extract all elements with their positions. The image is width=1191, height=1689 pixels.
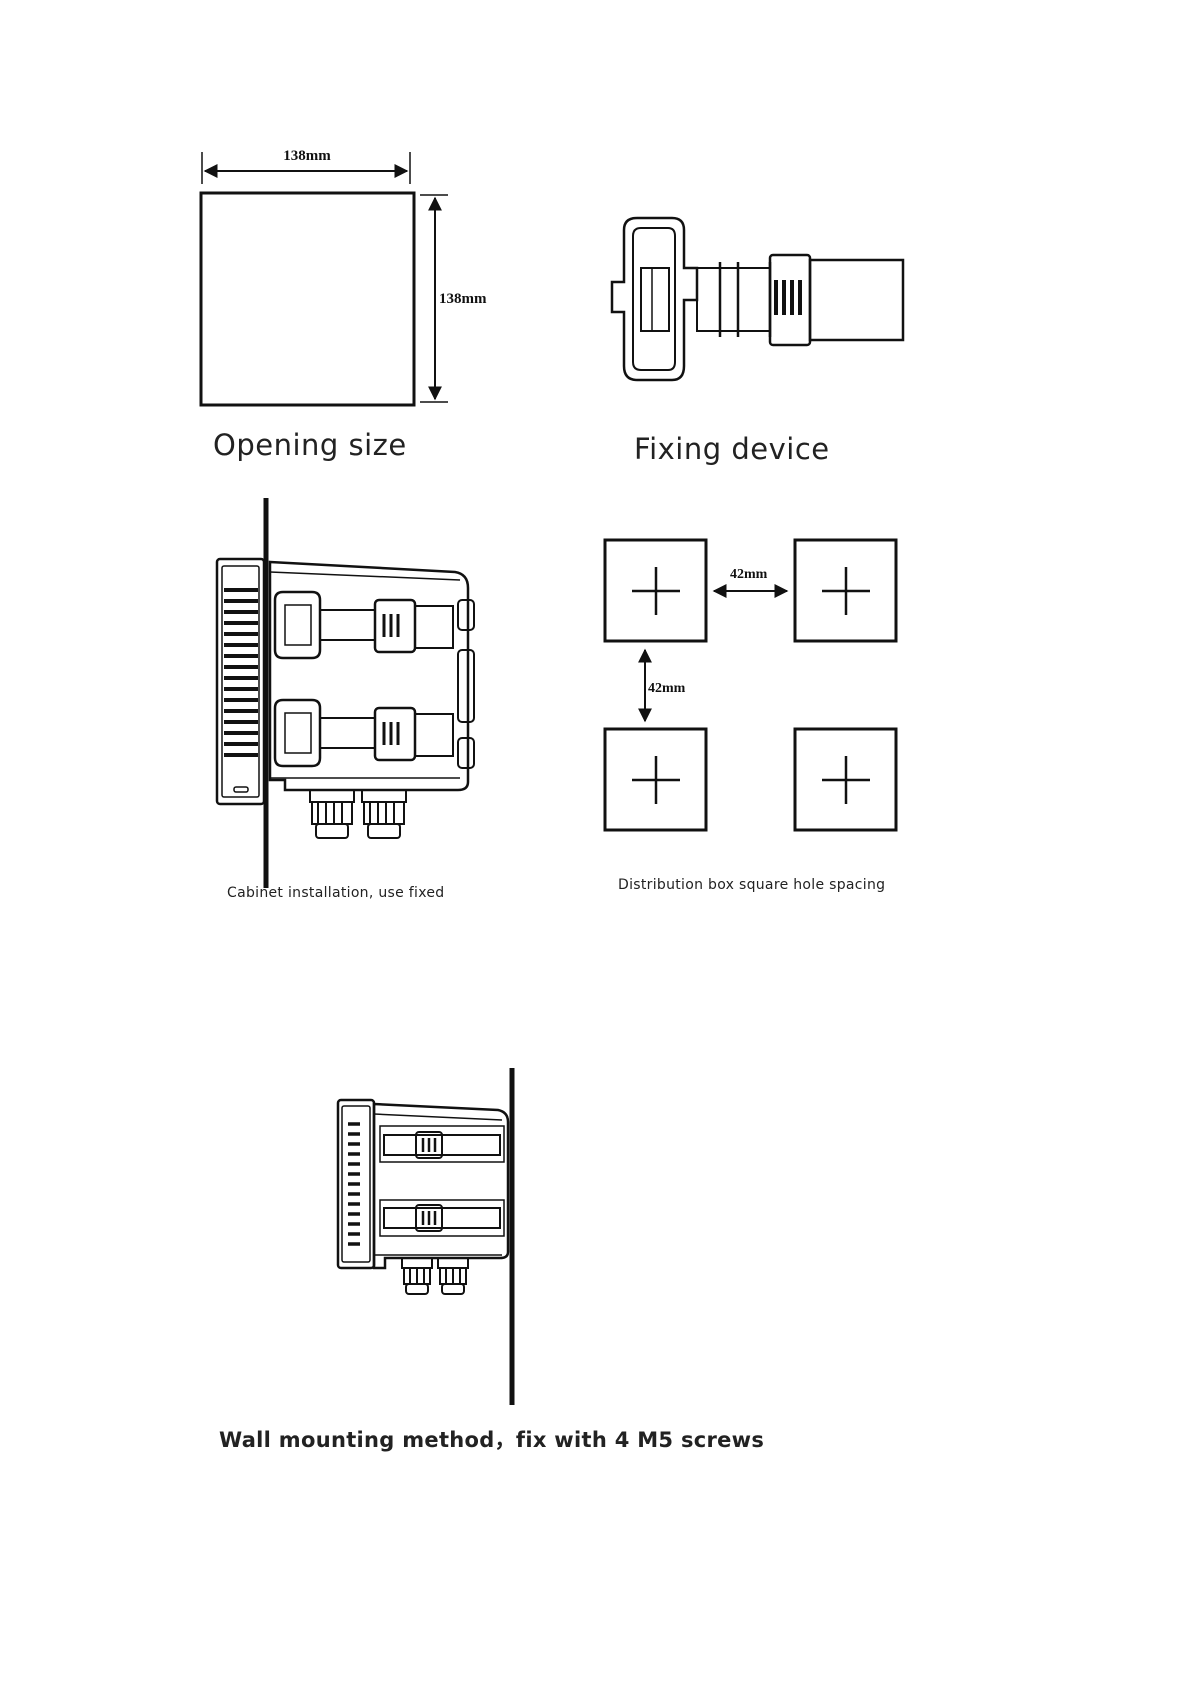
opening-height-label: 138mm	[439, 291, 487, 307]
wall-mounting-diagram	[338, 1068, 512, 1405]
hole-spacing-caption: Distribution box square hole spacing	[618, 877, 885, 893]
horizontal-spacing-label: 42mm	[730, 567, 768, 582]
opening-size-caption: Opening size	[213, 428, 407, 462]
vertical-spacing-label: 42mm	[648, 681, 686, 696]
fixing-device-caption: Fixing device	[634, 432, 830, 466]
opening-size-diagram: 138mm 138mm	[201, 148, 487, 405]
wall-mounting-caption: Wall mounting method，fix with 4 M5 screw…	[219, 1424, 764, 1454]
fixing-device-diagram	[612, 218, 903, 380]
opening-square	[201, 193, 414, 405]
cabinet-installation-diagram	[217, 498, 474, 888]
opening-width-label: 138mm	[283, 148, 331, 164]
cabinet-installation-caption: Cabinet installation, use fixed	[227, 885, 444, 901]
